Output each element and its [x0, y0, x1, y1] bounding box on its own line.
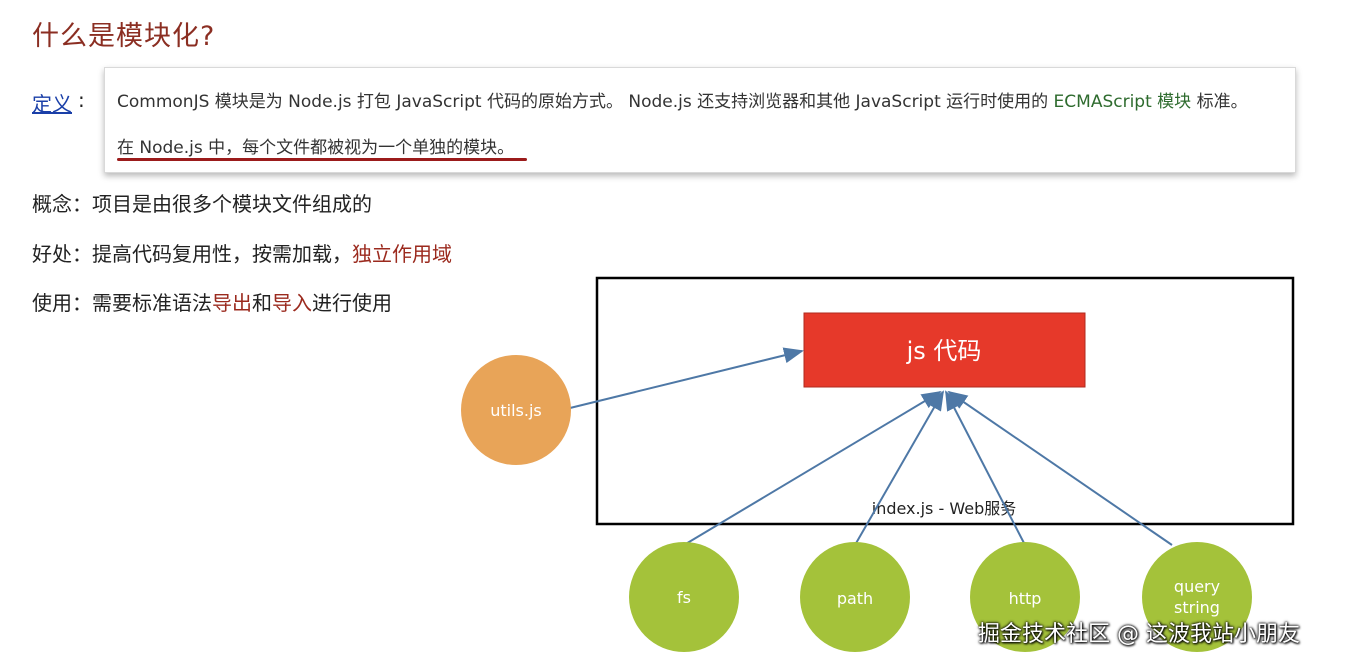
definition-line-1-text-a: CommonJS 模块是为 Node.js 打包 JavaScript 代码的原… — [117, 92, 1054, 112]
ecmascript-modules-link[interactable]: ECMAScript 模块 — [1053, 92, 1192, 112]
definition-line-2: 在 Node.js 中，每个文件都被视为一个单独的模块。 — [117, 138, 515, 158]
http-circle — [970, 542, 1080, 652]
arrow-fs — [683, 390, 942, 546]
usage-export: 导出 — [212, 291, 252, 315]
benefit-label: 好处： — [32, 242, 92, 266]
benefit-row: 好处：提高代码复用性，按需加载，独立作用域 — [32, 238, 452, 267]
definition-box — [104, 67, 1296, 173]
http-label: http — [1009, 589, 1042, 608]
querystring-label-1: query — [1174, 577, 1220, 596]
usage-import: 导入 — [272, 291, 312, 315]
js-code-label: js 代码 — [906, 337, 982, 365]
path-circle — [800, 542, 910, 652]
definition-link[interactable]: 定义 — [32, 92, 72, 116]
arrow-utils — [569, 347, 804, 409]
js-code-box — [803, 312, 1086, 388]
arrow-querystring — [947, 390, 1173, 546]
usage-row: 使用：需要标准语法导出和导入进行使用 — [32, 287, 392, 316]
concept-text: 项目是由很多个模块文件组成的 — [92, 192, 372, 216]
fs-label: fs — [677, 588, 691, 607]
usage-text-a: 需要标准语法 — [92, 291, 212, 315]
red-underline — [117, 158, 527, 161]
utils-circle — [461, 355, 571, 465]
index-js-label: index.js - Web服务 — [872, 499, 1016, 518]
definition-line-1: CommonJS 模块是为 Node.js 打包 JavaScript 代码的原… — [117, 87, 1248, 112]
arrow-path — [854, 390, 944, 546]
utils-label: utils.js — [490, 401, 542, 420]
definition-line-1-text-b: 标准。 — [1191, 92, 1248, 112]
fs-circle — [629, 542, 739, 652]
querystring-label-2: string — [1174, 598, 1220, 617]
concept-label: 概念： — [32, 192, 92, 216]
usage-label: 使用： — [32, 291, 92, 315]
path-label: path — [837, 589, 873, 608]
usage-text-b: 和 — [252, 291, 272, 315]
concept-row: 概念：项目是由很多个模块文件组成的 — [32, 188, 372, 217]
definition-colon: : — [78, 88, 85, 112]
arrow-http — [945, 390, 1026, 546]
page-title: 什么是模块化? — [32, 21, 216, 52]
querystring-circle — [1142, 542, 1252, 652]
benefit-text: 提高代码复用性，按需加载， — [92, 242, 352, 266]
benefit-highlight: 独立作用域 — [352, 242, 452, 266]
usage-text-c: 进行使用 — [312, 291, 392, 315]
watermark: 掘金技术社区 @ 这波我站小朋友 — [978, 622, 1300, 647]
